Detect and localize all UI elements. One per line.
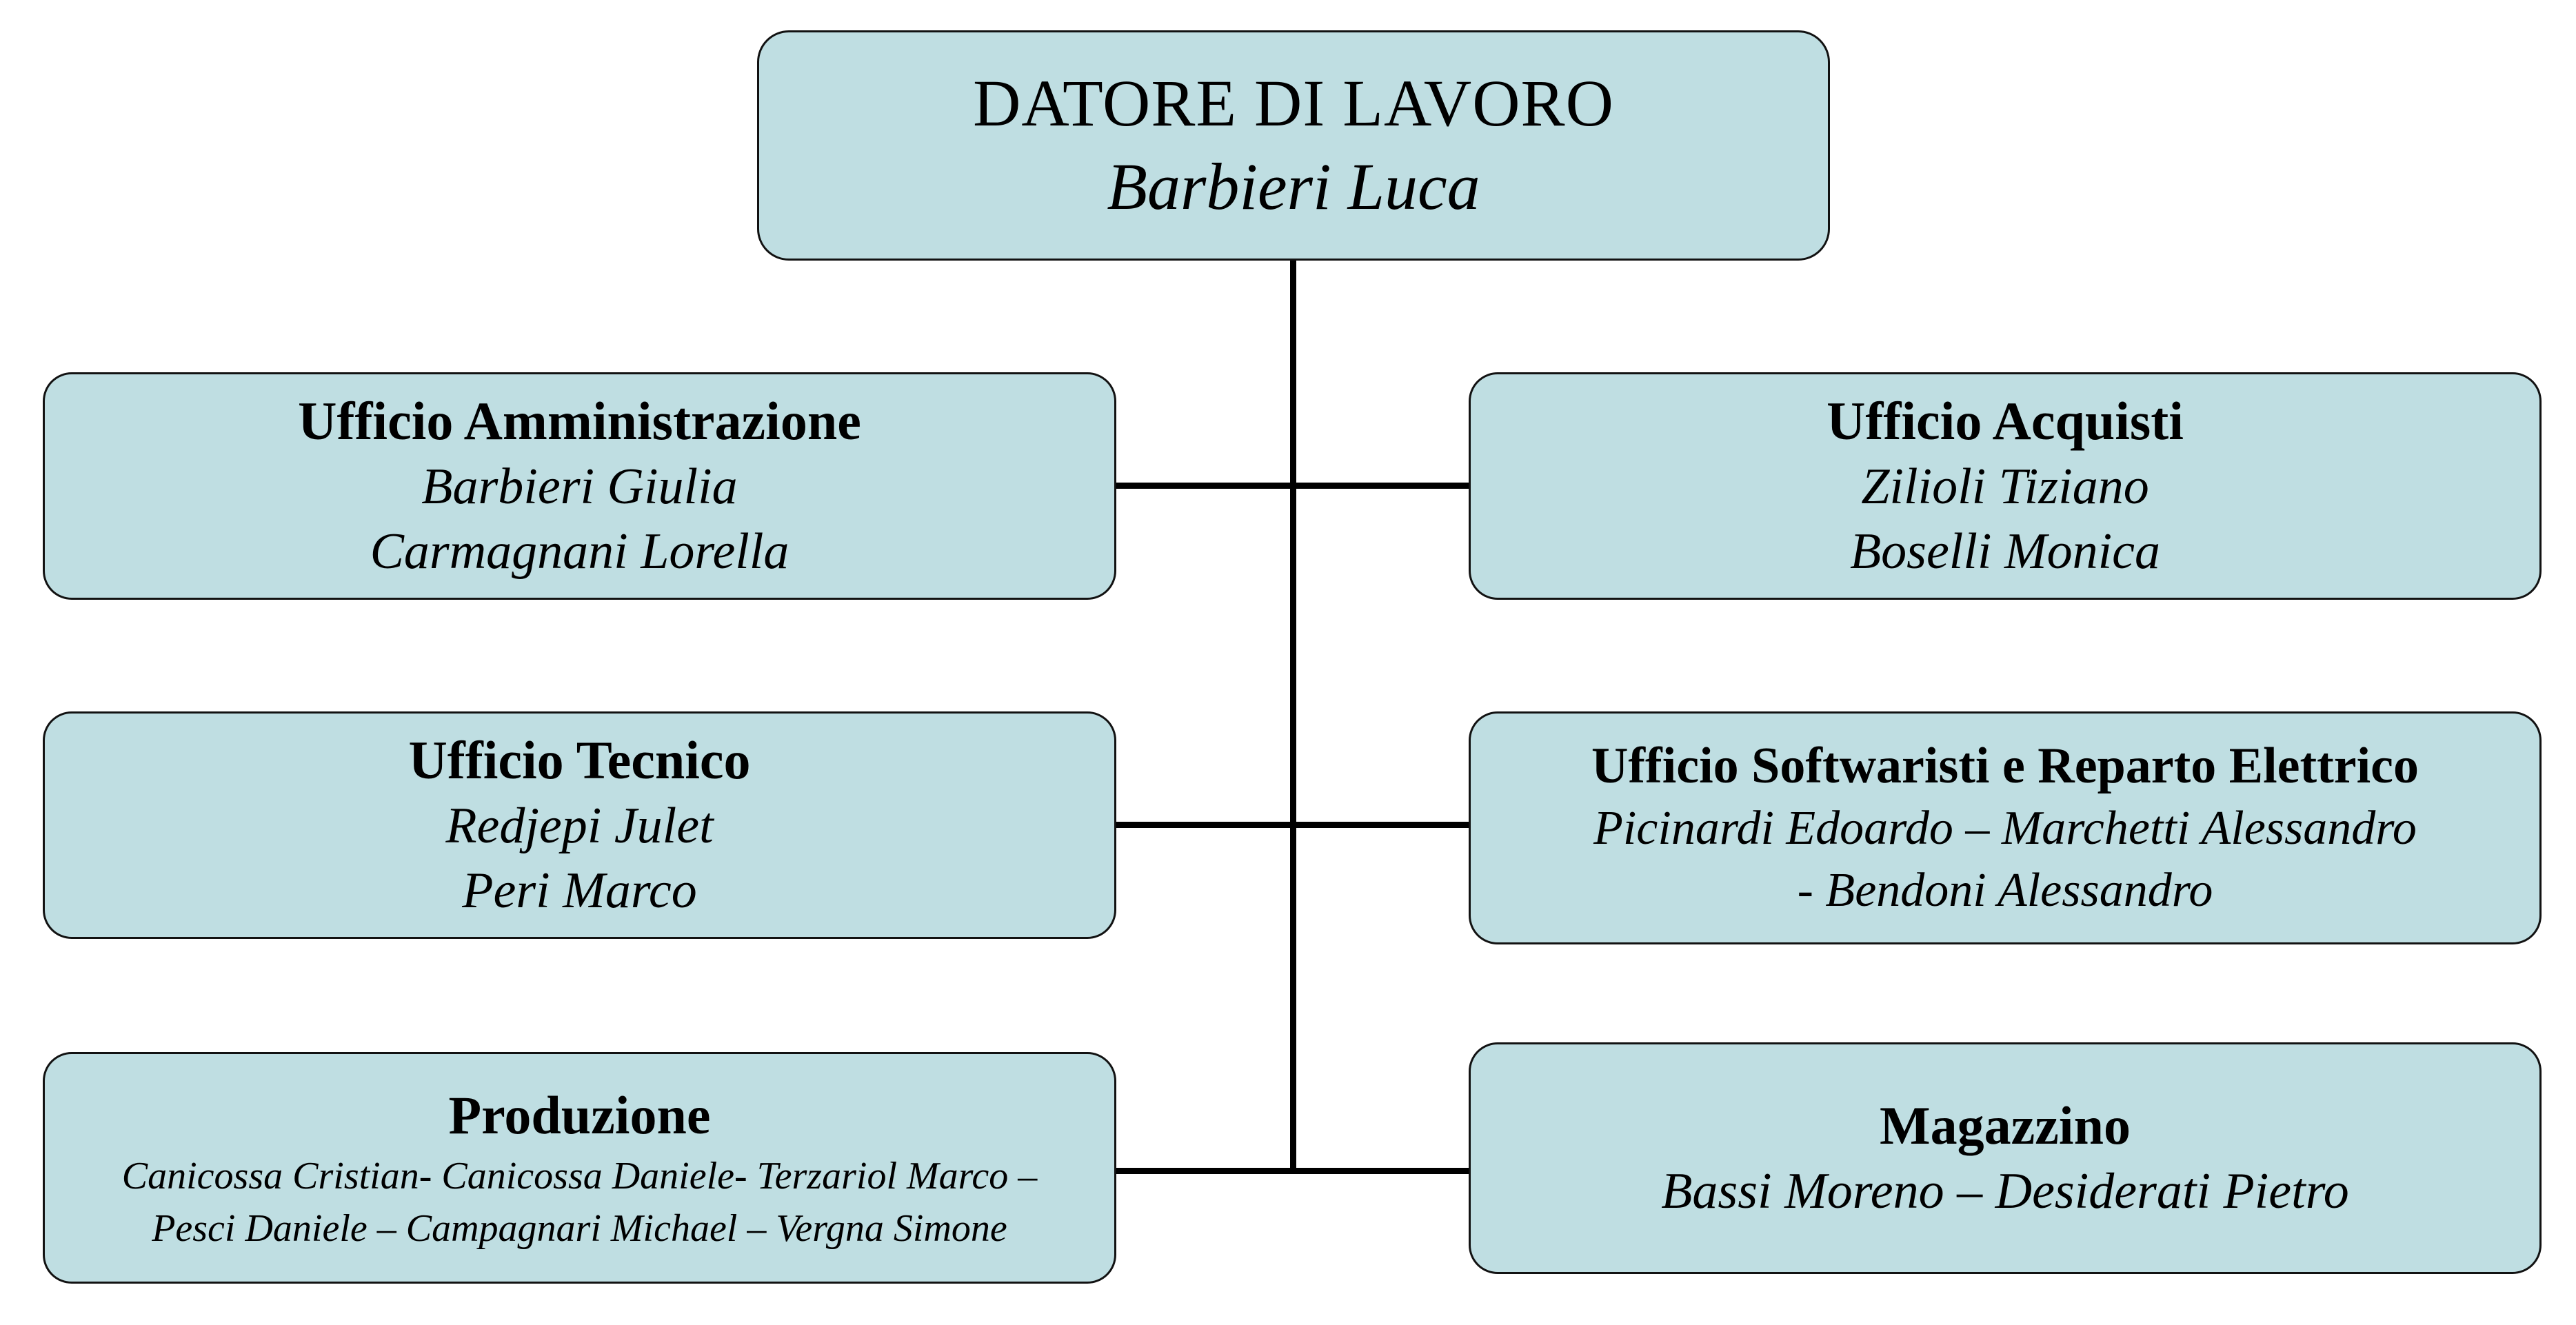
org-node-person: Peri Marco — [462, 862, 697, 920]
org-node-ufficio-tecnico[interactable]: Ufficio Tecnico Redjepi Julet Peri Marco — [43, 711, 1116, 939]
org-node-ufficio-softwaristi-reparto-elettrico[interactable]: Ufficio Softwaristi e Reparto Elettrico … — [1469, 711, 2542, 944]
connector-branch-row-1 — [1111, 483, 1473, 489]
connector-branch-row-2 — [1111, 822, 1473, 828]
org-node-title: Ufficio Tecnico — [408, 729, 751, 790]
org-node-person: Barbieri Giulia — [421, 458, 738, 515]
org-node-title: DATORE DI LAVORO — [973, 65, 1614, 140]
org-node-person: Barbieri Luca — [1107, 150, 1480, 224]
connector-branch-row-3 — [1111, 1168, 1473, 1174]
org-node-person: Canicossa Cristian- Canicossa Daniele- T… — [121, 1154, 1038, 1197]
org-node-person: Carmagnani Lorella — [370, 523, 789, 580]
org-node-person: Boselli Monica — [1849, 523, 2161, 580]
org-node-magazzino[interactable]: Magazzino Bassi Moreno – Desiderati Piet… — [1469, 1042, 2542, 1274]
org-node-datore-di-lavoro[interactable]: DATORE DI LAVORO Barbieri Luca — [757, 30, 1830, 261]
org-node-person: Picinardi Edoardo – Marchetti Alessandro — [1593, 802, 2417, 856]
org-node-person: Pesci Daniele – Campagnari Michael – Ver… — [152, 1207, 1007, 1251]
org-node-ufficio-amministrazione[interactable]: Ufficio Amministrazione Barbieri Giulia … — [43, 372, 1116, 600]
org-node-person: - Bendoni Alessandro — [1797, 863, 2213, 917]
org-node-title: Magazzino — [1880, 1095, 2131, 1155]
org-node-title: Produzione — [448, 1084, 711, 1145]
org-node-produzione[interactable]: Produzione Canicossa Cristian- Canicossa… — [43, 1052, 1116, 1284]
org-node-title: Ufficio Amministrazione — [298, 390, 861, 451]
org-node-person: Redjepi Julet — [445, 797, 714, 854]
connector-trunk-vertical — [1290, 256, 1296, 1173]
org-node-person: Zilioli Tiziano — [1861, 458, 2149, 515]
org-node-person: Bassi Moreno – Desiderati Pietro — [1661, 1162, 2349, 1220]
org-node-title: Ufficio Softwaristi e Reparto Elettrico — [1591, 737, 2419, 794]
org-node-title: Ufficio Acquisti — [1827, 390, 2184, 451]
org-node-ufficio-acquisti[interactable]: Ufficio Acquisti Zilioli Tiziano Boselli… — [1469, 372, 2542, 600]
